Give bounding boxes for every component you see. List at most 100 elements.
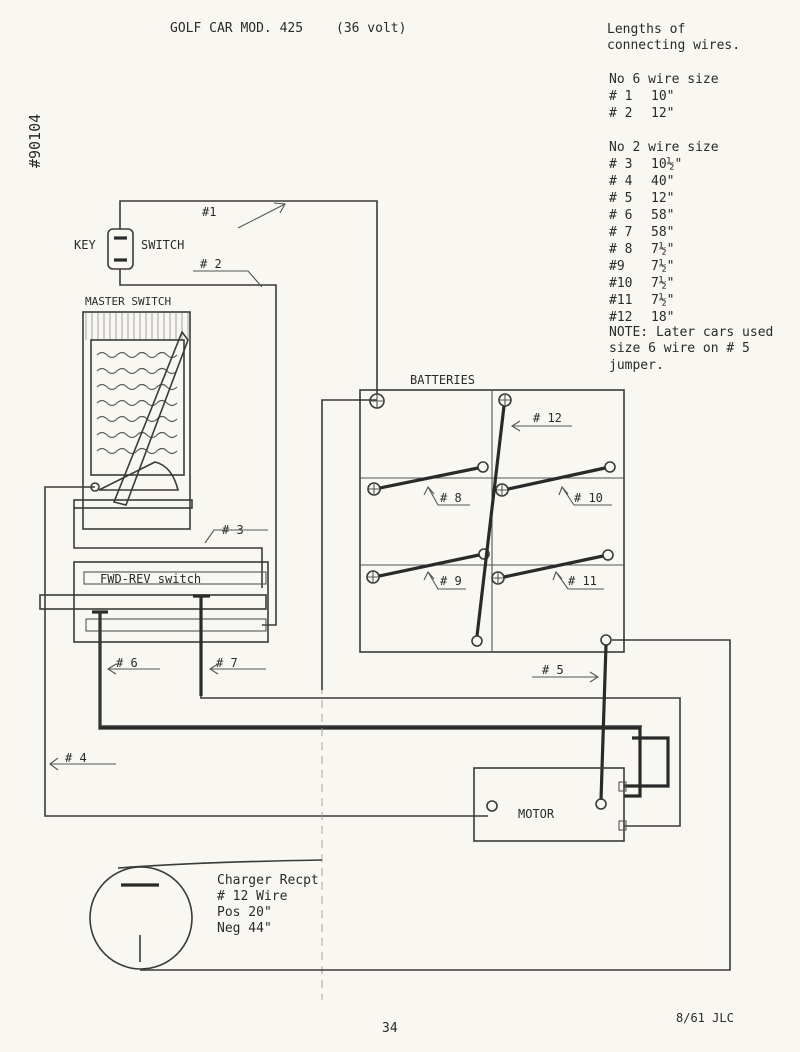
wire-5-arrow bbox=[532, 671, 600, 683]
wire-11-label: # 11 bbox=[568, 574, 597, 588]
wire-12-label: # 12 bbox=[533, 411, 562, 425]
legend-length: 10½" bbox=[651, 157, 682, 172]
motor-field-terminal bbox=[618, 781, 627, 792]
switch-label: SWITCH bbox=[141, 238, 184, 252]
legend-length: 12" bbox=[651, 106, 674, 121]
note-line3: jumper. bbox=[609, 358, 664, 373]
fwd-rev-switch: FWD-REV switch bbox=[39, 561, 269, 643]
fwd-rev-contact-bar bbox=[85, 618, 267, 632]
wire-7-arrow bbox=[208, 663, 266, 675]
legend-num: #10 bbox=[609, 276, 632, 291]
note-line2: size 6 wire on # 5 bbox=[609, 341, 750, 356]
key-switch-body bbox=[107, 228, 134, 270]
legend-length: 12" bbox=[651, 191, 674, 206]
legend-num: # 4 bbox=[609, 174, 633, 189]
legend-num: # 8 bbox=[609, 242, 632, 257]
wire-5 bbox=[599, 644, 608, 801]
master-switch-lever bbox=[112, 330, 189, 506]
battery-terminal-negative bbox=[477, 461, 489, 473]
fwd-rev-shaft bbox=[39, 594, 267, 610]
battery-terminal-negative bbox=[471, 635, 483, 647]
date-initials: 8/61 JLC bbox=[676, 1011, 734, 1025]
legend-length: 7½" bbox=[651, 293, 674, 308]
wire-9-arrow bbox=[423, 571, 466, 590]
key-label: KEY bbox=[74, 238, 96, 252]
wire-12-arrow bbox=[510, 420, 572, 432]
wire-9 bbox=[378, 553, 480, 578]
master-switch-base bbox=[73, 499, 193, 509]
wire-9-label: # 9 bbox=[440, 574, 462, 588]
battery-terminal-negative bbox=[604, 461, 616, 473]
wire-5-label: # 5 bbox=[542, 663, 564, 677]
legend-num: #12 bbox=[609, 310, 632, 325]
fwd-rev-contact-bar bbox=[83, 571, 267, 585]
legend-num: # 6 bbox=[609, 208, 632, 223]
wire-10 bbox=[507, 466, 606, 491]
motor-housing bbox=[473, 767, 625, 842]
plus-icon bbox=[368, 483, 380, 495]
plus-icon bbox=[370, 394, 384, 408]
legend-num: #9 bbox=[609, 259, 625, 274]
legend-num: # 5 bbox=[609, 191, 632, 206]
motor-terminal bbox=[486, 800, 498, 812]
legend-title-line2: connecting wires. bbox=[607, 38, 740, 53]
legend-length: 7½" bbox=[651, 259, 674, 274]
wire-4-arrow bbox=[49, 757, 116, 771]
charger-line1: Charger Recpt bbox=[217, 873, 319, 888]
wire-11 bbox=[503, 554, 604, 579]
page-number: 34 bbox=[382, 1021, 398, 1036]
charger-receptacle: Charger Recpt # 12 Wire Pos 20" Neg 44" bbox=[89, 859, 323, 970]
legend-length: 58" bbox=[651, 225, 674, 240]
legend-num: # 2 bbox=[609, 106, 632, 121]
wire-12 bbox=[475, 405, 506, 637]
wire-8-label: # 8 bbox=[440, 491, 462, 505]
key-switch: KEY SWITCH bbox=[74, 228, 184, 270]
fwd-rev-housing bbox=[73, 561, 269, 643]
plus-icon bbox=[499, 394, 511, 406]
batteries-label: BATTERIES bbox=[410, 373, 475, 387]
battery-negative-lead bbox=[321, 399, 377, 690]
wire-1-arrow bbox=[237, 202, 286, 229]
no6-heading: No 6 wire size bbox=[609, 72, 719, 87]
wire-lengths-legend: Lengths of connecting wires. No 6 wire s… bbox=[607, 22, 773, 373]
wire-11-arrow bbox=[552, 570, 604, 590]
wire-3-arrow bbox=[204, 529, 268, 544]
charger-receptacle-body bbox=[89, 866, 193, 970]
legend-title-line1: Lengths of bbox=[607, 22, 685, 37]
wire-7-motor-lead bbox=[624, 736, 670, 788]
master-switch: MASTER SWITCH bbox=[73, 295, 193, 530]
legend-length: 58" bbox=[651, 208, 674, 223]
wire-1-label: #1 bbox=[202, 205, 216, 219]
legend-length: 7½" bbox=[651, 276, 674, 291]
title: GOLF CAR MOD. 425 bbox=[170, 21, 303, 36]
legend-length: 40" bbox=[651, 174, 674, 189]
wire-6-arrow bbox=[106, 663, 160, 675]
wire-8-arrow bbox=[423, 486, 470, 506]
wire-10-arrow bbox=[558, 485, 612, 506]
wire-1 bbox=[119, 200, 378, 394]
battery-terminal-negative bbox=[600, 634, 612, 646]
charger-line3: Pos 20" bbox=[217, 905, 272, 920]
charger-line2: # 12 Wire bbox=[217, 889, 288, 904]
wire-7 bbox=[200, 596, 681, 827]
legend-length: 7½" bbox=[651, 242, 674, 257]
motor: MOTOR bbox=[473, 767, 627, 842]
wire-6-outline bbox=[99, 612, 642, 727]
wire-2-label: # 2 bbox=[200, 257, 222, 271]
wire-2 bbox=[119, 269, 277, 626]
no2-heading: No 2 wire size bbox=[609, 140, 719, 155]
wire-3 bbox=[73, 508, 263, 588]
motor-terminal bbox=[595, 798, 607, 810]
legend-num: #11 bbox=[609, 293, 632, 308]
plus-icon bbox=[496, 484, 508, 496]
master-switch-label: MASTER SWITCH bbox=[85, 295, 171, 308]
battery-terminal-negative bbox=[602, 549, 614, 561]
wire-4-label: # 4 bbox=[65, 751, 87, 765]
voltage-label: (36 volt) bbox=[336, 21, 406, 36]
legend-length: 18" bbox=[651, 310, 674, 325]
master-switch-cam bbox=[98, 461, 180, 491]
plus-icon bbox=[492, 572, 504, 584]
legend-num: # 1 bbox=[609, 89, 632, 104]
battery-terminal-negative bbox=[478, 548, 490, 560]
